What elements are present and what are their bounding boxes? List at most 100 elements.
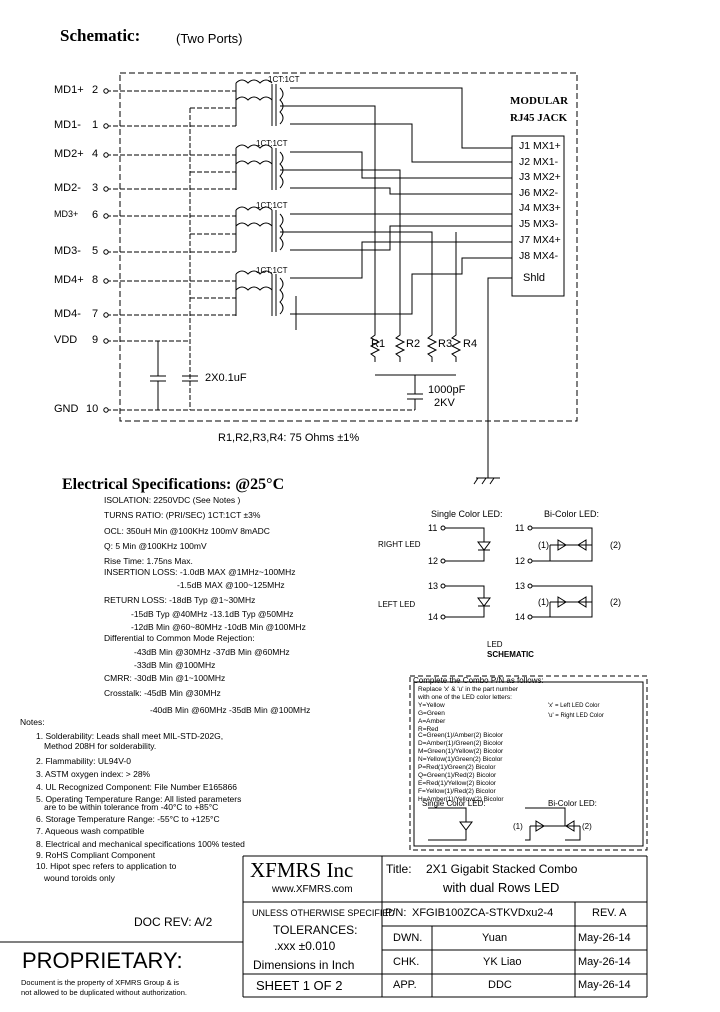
- sheet-number: SHEET 1 OF 2: [256, 978, 343, 993]
- spec-line: -33dB Min @100MHz: [134, 660, 216, 670]
- title-line-2: with dual Rows LED: [443, 880, 560, 895]
- title-block-grid: [0, 855, 648, 998]
- note-line: 1. Solderability: Leads shall meet MIL-S…: [36, 731, 224, 741]
- combo-line: Q=Green(1)/Red(2) Bicolor: [418, 772, 497, 779]
- pin-name: VDD: [54, 334, 78, 346]
- spec-line: -40dB Min @60MHz -35dB Min @100MHz: [150, 705, 311, 715]
- note-line: 2. Flammability: UL94V-0: [36, 756, 131, 766]
- dwn-date: May-26-14: [578, 932, 631, 944]
- pin-number: 7: [92, 308, 99, 320]
- jack-pin: J8 MX4-: [519, 250, 559, 262]
- combo-bicolor-title: Bi-Color LED:: [548, 799, 597, 808]
- pin-name: MD2+: [54, 148, 84, 160]
- combo-line: G=Green: [418, 710, 445, 717]
- bicolor-pin-14: 14: [515, 612, 526, 622]
- bicolor-led-title: Bi-Color LED:: [544, 509, 600, 519]
- note-line: 10. Hipot spec refers to application to: [36, 861, 177, 871]
- transformer-2: [235, 144, 284, 190]
- chk-label: CHK.: [393, 956, 420, 968]
- note-line: 6. Storage Temperature Range: -55°C to +…: [36, 814, 220, 824]
- spec-line: CMRR: -30dB Min @1~100MHz: [104, 673, 226, 683]
- app-date: May-26-14: [578, 979, 631, 991]
- combo-line: M=Green(1)/Yellow(2) Bicolor: [418, 748, 504, 755]
- spec-line: RETURN LOSS: -18dB Typ @1~30MHz: [104, 595, 256, 605]
- pin-name: MD3-: [54, 245, 81, 257]
- combo-u-note: 'u' = Right LED Color: [548, 713, 604, 719]
- combo-x-note: 'x' = Left LED Color: [548, 703, 600, 709]
- note-line: 7. Aqueous wash compatible: [36, 826, 145, 836]
- combo-line: E=Red(1)/Yellow(2) Bicolor: [418, 780, 496, 787]
- led-pin-12: 12: [428, 556, 439, 566]
- note-line: Method 208H for solderability.: [44, 741, 157, 751]
- single-led-title: Single Color LED:: [431, 509, 503, 519]
- transformer-4: [235, 270, 284, 316]
- bicolor-1-left: (1): [538, 597, 549, 607]
- pin-name: MD3+: [54, 209, 79, 219]
- spec-line: -1.5dB MAX @100~125MHz: [177, 580, 285, 590]
- pin-number: 3: [92, 182, 99, 194]
- combo-box: [409, 675, 648, 851]
- spec-line: OCL: 350uH Min @100KHz 100mV 8mADC: [104, 526, 270, 536]
- combo-line: H=Amber(1)/Yellow(2) Bicolor: [418, 796, 504, 803]
- spec-line: Crosstalk: -45dB Min @30MHz: [104, 688, 221, 698]
- combo-line: D=Amber(1)/Green(2) Bicolor: [418, 740, 504, 747]
- pin-number: 10: [86, 403, 99, 415]
- electrical-title: Electrical Specifications: @25°C: [62, 476, 285, 493]
- spec-line: -43dB Min @30MHz -37dB Min @60MHz: [134, 647, 290, 657]
- jack-pin: J4 MX3+: [519, 202, 561, 214]
- jack-pin: J5 MX3-: [519, 218, 559, 230]
- led-schematic-title-1: LED: [487, 640, 503, 649]
- company-name: XFMRS Inc: [250, 858, 354, 882]
- note-line: 9. RoHS Compliant Component: [36, 850, 156, 860]
- spec-line: TURNS RATIO: (PRI/SEC) 1CT:1CT ±3%: [104, 510, 261, 520]
- spec-line: Differential to Common Mode Rejection:: [104, 633, 255, 643]
- title-line-1: 2X1 Gigabit Stacked Combo: [426, 862, 578, 876]
- combo-line: C=Green(1)/Amber(2) Bicolor: [418, 732, 504, 739]
- dwn-label: DWN.: [393, 932, 423, 944]
- combo-bicolor-2: (2): [582, 822, 592, 831]
- title-label: Title:: [386, 862, 412, 876]
- spec-line: INSERTION LOSS: -1.0dB MAX @1MHz~100MHz: [104, 567, 296, 577]
- bicolor-pin-12: 12: [515, 556, 526, 566]
- transformer-label-2: 1CT:1CT: [256, 139, 288, 148]
- pin-number: 6: [92, 209, 99, 221]
- dimensions-unit: Dimensions in Inch: [253, 958, 355, 972]
- combo-single-title: Single Color LED:: [422, 799, 486, 808]
- transformer-label-3: 1CT:1CT: [256, 201, 288, 210]
- pin-number: 8: [92, 274, 99, 286]
- bicolor-pin-13: 13: [515, 581, 526, 591]
- resistor-r3: R3: [438, 338, 453, 350]
- pin-number: 2: [92, 84, 99, 96]
- dwn-name: Yuan: [482, 932, 508, 944]
- pin-name: MD1+: [54, 84, 84, 96]
- spec-line: Rise Time: 1.75ns Max.: [104, 556, 193, 566]
- jack-pin: J6 MX2-: [519, 187, 559, 199]
- pin-name: MD4-: [54, 308, 81, 320]
- unless-specified: UNLESS OTHERWISE SPECIFIED: [252, 908, 395, 918]
- part-number: XFGIB100ZCA-STKVDxu2-4: [412, 907, 554, 919]
- rj45-jack-box: [511, 135, 565, 297]
- hv-cap-voltage: 2KV: [434, 397, 455, 409]
- jack-title-1: MODULAR: [510, 95, 569, 107]
- spec-line: -12dB Min @60~80MHz -10dB Min @100MHz: [131, 622, 306, 632]
- pin-name: MD4+: [54, 274, 84, 286]
- pin-number: 1: [92, 119, 99, 131]
- cap-label: 2X0.1uF: [205, 372, 247, 384]
- note-line: 8. Electrical and mechanical specificati…: [36, 839, 245, 849]
- combo-led-graphics: [428, 807, 581, 841]
- transformer-1: [235, 79, 284, 126]
- bicolor-pin-11: 11: [515, 523, 525, 533]
- tolerances-label: TOLERANCES:: [273, 923, 358, 937]
- chk-name: YK Liao: [483, 956, 522, 968]
- company-website: www.XFMRS.com: [272, 884, 353, 895]
- combo-line: Replace 'x' & 'u' in the part number: [418, 686, 518, 693]
- spec-line: -15dB Typ @40MHz -13.1dB Typ @50MHz: [131, 609, 294, 619]
- note-line: wound toroids only: [44, 873, 115, 883]
- right-led-label: RIGHT LED: [378, 540, 421, 549]
- combo-line: F=Yellow(1)/Red(2) Bicolor: [418, 788, 496, 795]
- led-pin-13: 13: [428, 581, 439, 591]
- spec-line: Q: 5 Min @100KHz 100mV: [104, 541, 207, 551]
- transformer-label-1: 1CT:1CT: [268, 75, 300, 84]
- doc-rev: DOC REV: A/2: [134, 915, 213, 929]
